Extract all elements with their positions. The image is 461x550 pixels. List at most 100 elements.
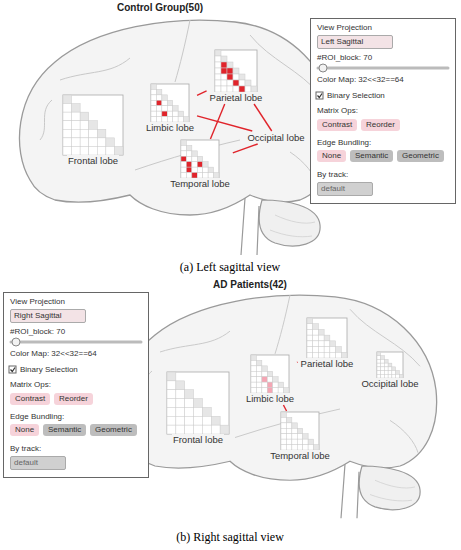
connectivity-matrix <box>63 95 123 155</box>
matrix-cell <box>151 106 156 111</box>
matrix-cell <box>167 390 176 399</box>
button-label: Reorder <box>59 394 88 403</box>
region-label: Parietal lobe <box>300 358 355 369</box>
connection-line <box>233 144 258 153</box>
matrix-cell <box>330 347 336 353</box>
matrix-cell <box>381 359 385 363</box>
matrix-cell <box>292 439 297 444</box>
matrix-cell <box>292 423 297 428</box>
matrix-cell <box>324 335 330 341</box>
toggle-button: Contrast <box>317 119 357 131</box>
matrix-cell <box>63 146 72 155</box>
matrix-cell <box>292 428 297 433</box>
lobe-matrix: Limbic lobe <box>244 355 296 404</box>
matrix-frame <box>63 95 123 155</box>
matrix-cell <box>215 62 221 68</box>
control-label: #ROI_block: 70 <box>317 53 372 63</box>
matrix-cell <box>251 355 256 360</box>
matrix-frame <box>251 355 289 393</box>
matrix-cell <box>384 371 388 375</box>
region-label: Limbic lobe <box>145 122 195 133</box>
button-label: Semantic <box>48 425 81 434</box>
matrix-cell <box>194 416 203 425</box>
control-label: Matrix Ops: <box>10 380 51 390</box>
dropdown: Right Sagittal <box>10 309 86 323</box>
matrix-cell <box>63 95 72 104</box>
matrix-cell <box>303 439 308 444</box>
matrix-cell <box>303 434 308 439</box>
region-label: Temporal lobe <box>169 178 231 189</box>
matrix-cell <box>192 151 197 156</box>
connection-line <box>254 104 272 131</box>
lobe-matrix: Temporal lobe <box>268 412 332 461</box>
matrix-cell <box>194 425 203 434</box>
matrix-cell <box>324 341 330 347</box>
matrix-cell <box>185 416 194 425</box>
matrix-cell <box>72 146 81 155</box>
matrix-cell <box>156 111 161 116</box>
matrix-cell <box>307 318 313 324</box>
matrix-frame <box>181 140 219 178</box>
matrix-cell <box>63 112 72 121</box>
matrix-cell <box>318 341 324 347</box>
matrix-cell <box>388 371 392 375</box>
matrix-cell <box>162 111 167 116</box>
matrix-cell <box>181 140 186 145</box>
matrix-cell <box>297 439 302 444</box>
matrix-cell <box>227 62 233 68</box>
lobe-matrix: Frontal lobe <box>167 372 229 445</box>
connectivity-matrix <box>215 50 257 92</box>
matrix-cell <box>233 80 239 86</box>
matrix-cell <box>186 145 191 150</box>
matrix-cell <box>307 341 313 347</box>
matrix-cell <box>72 129 81 138</box>
matrix-cell <box>211 425 220 434</box>
matrix-cell <box>176 381 185 390</box>
region-label: Limbic lobe <box>245 393 295 404</box>
matrix-cell <box>176 425 185 434</box>
matrix-cell <box>173 111 178 116</box>
region-label: Frontal lobe <box>67 155 119 166</box>
matrix-cell <box>245 80 251 86</box>
matrix-frame <box>307 318 347 358</box>
matrix-cell <box>308 439 313 444</box>
matrix-cell <box>384 359 388 363</box>
matrix-cell <box>286 439 291 444</box>
matrix-cell <box>211 416 220 425</box>
button-label: Semantic <box>355 151 388 160</box>
matrix-cell <box>181 145 186 150</box>
matrix-cell <box>202 416 211 425</box>
matrix-cell <box>192 167 197 172</box>
lobe-matrix: Occipital lobe <box>245 132 306 143</box>
connectivity-matrix <box>307 318 347 358</box>
toggle-button: None <box>317 150 346 162</box>
matrix-cell <box>156 106 161 111</box>
matrix-cell <box>202 425 211 434</box>
lobe-matrix: Occipital lobe <box>359 352 420 389</box>
control-label: Binary Selection <box>327 91 385 101</box>
matrix-cell <box>256 382 261 387</box>
matrix-cell <box>185 399 194 408</box>
control-label: #ROI_block: 70 <box>10 327 65 337</box>
control-label: By track: <box>317 170 348 180</box>
matrix-cell <box>215 68 221 74</box>
matrix-cell <box>89 121 98 130</box>
dropdown-label: default <box>14 458 38 467</box>
matrix-cell <box>197 156 202 161</box>
matrix-frame <box>167 372 229 434</box>
toggle-button: Geometric <box>90 424 137 436</box>
matrix-cell <box>215 50 221 56</box>
matrix-cell <box>377 363 381 367</box>
matrix-cell <box>89 138 98 147</box>
panel-controls <box>3 292 149 478</box>
matrix-cell <box>197 167 202 172</box>
toggle-button: Contrast <box>10 393 50 405</box>
matrix-cell <box>167 372 176 381</box>
matrix-cell <box>286 428 291 433</box>
button-label: Contrast <box>15 394 45 403</box>
brain-outline <box>19 20 336 255</box>
matrix-cell <box>97 129 106 138</box>
control-label: Matrix Ops: <box>317 106 358 116</box>
matrix-cell <box>176 407 185 416</box>
matrix-cell <box>336 347 342 353</box>
